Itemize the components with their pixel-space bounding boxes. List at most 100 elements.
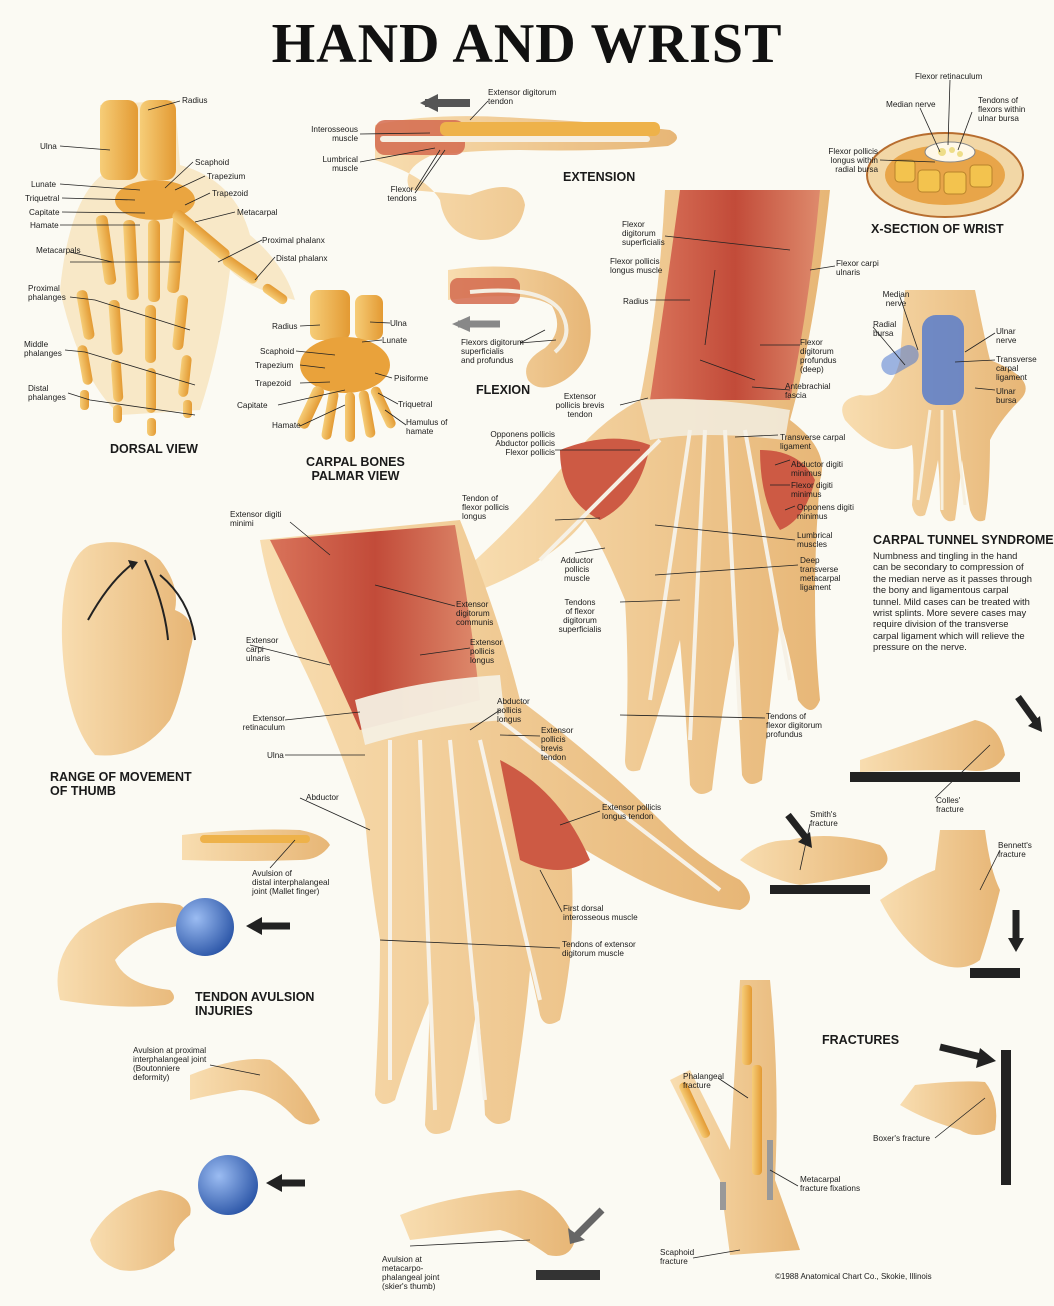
- label-epl: Extensor pollicis longus: [470, 638, 503, 665]
- label-fpl-radial-bursa: Flexor pollicis longus within radial bur…: [828, 147, 878, 174]
- palmar-muscle-illustration: [464, 190, 830, 794]
- copyright: ©1988 Anatomical Chart Co., Skokie, Illi…: [775, 1272, 932, 1281]
- label-lumbrical: Lumbrical muscle: [322, 155, 359, 173]
- label-adductor-pollicis: Adductor pollicis muscle: [560, 556, 594, 583]
- label-bennetts-fracture: Bennett's fracture: [998, 841, 1032, 859]
- label-trapezium: Trapezium: [207, 172, 246, 181]
- label-lunate: Lunate: [31, 180, 57, 189]
- label-median-nerve: Median nerve: [886, 100, 936, 109]
- heading-carpal-tunnel: CARPAL TUNNEL SYNDROME: [873, 533, 1054, 547]
- label-fdp: Flexor digitorum profundus (deep): [800, 338, 837, 374]
- label-fdi: First dorsal interosseous muscle: [563, 904, 638, 922]
- label-skiers-thumb: Avulsion at metacarpo- phalangeal joint …: [382, 1255, 440, 1291]
- label-scaphoid: Scaphoid: [195, 158, 230, 167]
- heading-carpal-bones: CARPAL BONES PALMAR VIEW: [306, 455, 405, 483]
- label-epl-tendon: Extensor pollicis longus tendon: [602, 803, 662, 821]
- fracture-illustrations: [670, 694, 1042, 1255]
- label-middle-phalanges: Middle phalanges: [24, 340, 62, 358]
- label-colles-fracture: Colles' fracture: [936, 796, 964, 814]
- label-edm: Extensor digiti minimi: [230, 510, 282, 528]
- label-radial-bursa: Radial bursa: [873, 320, 897, 338]
- label-fds-tendons: Tendons of flexor digitorum superficiali…: [558, 598, 602, 634]
- label-interosseous: Interosseous muscle: [311, 125, 358, 143]
- label-fpl-muscle: Flexor pollicis longus muscle: [610, 257, 663, 275]
- page-title: HAND AND WRIST: [271, 13, 783, 75]
- label-epb: Extensor pollicis brevis tendon: [541, 726, 574, 762]
- label-flexors-digitorum: Flexors digitorum superficialis and prof…: [461, 338, 524, 365]
- heading-tendon-avulsion: TENDON AVULSION INJURIES: [195, 990, 315, 1018]
- label-carpal-hamulus: Hamulus of hamate: [406, 418, 448, 436]
- label-ed-communis: Extensor digitorum communis: [456, 600, 494, 627]
- label-metacarpal: Metacarpal: [237, 208, 278, 217]
- ball-icon: [176, 898, 234, 956]
- label-boxers-fracture: Boxer's fracture: [873, 1134, 931, 1143]
- label-flexor-retinaculum: Flexor retinaculum: [915, 72, 983, 81]
- flexion-illustration: [448, 266, 591, 388]
- label-scaphoid-fracture: Scaphoid fracture: [660, 1248, 695, 1266]
- label-carpal-radius: Radius: [272, 322, 298, 331]
- heading-flexion: FLEXION: [476, 383, 531, 397]
- label-triquetral: Triquetral: [25, 194, 60, 203]
- extension-illustration: [375, 94, 678, 240]
- label-distal-phalanx: Distal phalanx: [276, 254, 328, 263]
- label-ulnar-nerve: Ulnar nerve: [996, 327, 1017, 345]
- label-smiths-fracture: Smith's fracture: [810, 810, 838, 828]
- label-carpal-triquetral: Triquetral: [398, 400, 433, 409]
- label-phalangeal-fracture: Phalangeal fracture: [683, 1072, 724, 1090]
- carpal-bones-illustration: [297, 290, 396, 442]
- label-radius: Radius: [182, 96, 208, 105]
- label-carpal-lunate: Lunate: [382, 336, 408, 345]
- label-ext-retinaculum: Extensor retinaculum: [242, 714, 285, 732]
- label-tunnel-tcl: Transverse carpal ligament: [996, 355, 1037, 382]
- xsection-illustration: [866, 132, 1024, 218]
- label-abductor: Abductor: [306, 793, 339, 802]
- label-carpal-capitate: Capitate: [237, 401, 268, 410]
- label-capitate: Capitate: [29, 208, 60, 217]
- label-ed-tendons: Tendons of extensor digitorum muscle: [562, 940, 636, 958]
- heading-fractures: FRACTURES: [822, 1033, 900, 1047]
- label-ulnar-bursa-tendons: Tendons of flexors within ulnar bursa: [978, 96, 1026, 123]
- label-mallet-finger: Avulsion of distal interphalangeal joint…: [252, 869, 330, 896]
- label-apl: Abductor pollicis longus: [497, 697, 530, 724]
- label-lumbrical-muscles: Lumbrical muscles: [797, 531, 833, 549]
- label-fdp-tendons: Tendons of flexor digitorum profundus: [766, 712, 822, 739]
- label-proximal-phalanx: Proximal phalanx: [262, 236, 325, 245]
- label-carpal-trapezoid: Trapezoid: [255, 379, 292, 388]
- label-carpal-pisiforme: Pisiforme: [394, 374, 429, 383]
- label-fcu: Flexor carpi ulnaris: [836, 259, 879, 277]
- label-dm-ulna: Ulna: [267, 751, 284, 760]
- label-fds: Flexor digitorum superficialis: [622, 220, 665, 247]
- heading-extension: EXTENSION: [563, 170, 636, 184]
- label-ulna: Ulna: [40, 142, 57, 151]
- label-proximal-phalanges: Proximal phalanges: [28, 284, 66, 302]
- carpal-tunnel-description: Numbness and tingling in the hand can be…: [873, 550, 1032, 653]
- heading-xsection: X-SECTION OF WRIST: [871, 222, 1004, 236]
- carpal-tunnel-illustration: [842, 290, 1026, 522]
- label-antebrachial-fascia: Antebrachial fascia: [785, 382, 831, 400]
- label-epb-tendon: Extensor pollicis brevis tendon: [555, 392, 605, 419]
- label-trapezoid: Trapezoid: [212, 189, 249, 198]
- label-boutonniere: Avulsion at proximal interphalangeal joi…: [133, 1046, 207, 1082]
- label-carpal-trapezium: Trapezium: [255, 361, 294, 370]
- heading-thumb: RANGE OF MOVEMENT OF THUMB: [50, 770, 192, 798]
- label-ecu: Extensor carpi ulnaris: [246, 636, 279, 663]
- leader-lines: [59, 79, 1001, 1259]
- label-metacarpal-fixations: Metacarpal fracture fixations: [800, 1175, 861, 1193]
- label-carpal-hamate: Hamate: [272, 421, 301, 430]
- label-flexor-tendons: Flexor tendons: [387, 185, 417, 203]
- label-ext-digitorum-tendon: Extensor digitorum tendon: [488, 88, 557, 106]
- tendon-avulsion-illustrations: [57, 829, 605, 1280]
- ball-icon: [198, 1155, 258, 1215]
- label-carpal-scaphoid: Scaphoid: [260, 347, 295, 356]
- label-dtml: Deep transverse metacarpal ligament: [800, 556, 841, 592]
- label-carpal-ulna: Ulna: [390, 319, 407, 328]
- label-palmar-tcl: Transverse carpal ligament: [780, 433, 846, 451]
- label-hamate: Hamate: [30, 221, 59, 230]
- label-metacarpals: Metacarpals: [36, 246, 81, 255]
- label-fpl-tendon: Tendon of flexor pollicis longus: [462, 494, 509, 521]
- label-adm: Abductor digiti minimus: [791, 460, 843, 478]
- thumb-range-illustration: [61, 542, 196, 756]
- label-palmar-radius: Radius: [623, 297, 649, 306]
